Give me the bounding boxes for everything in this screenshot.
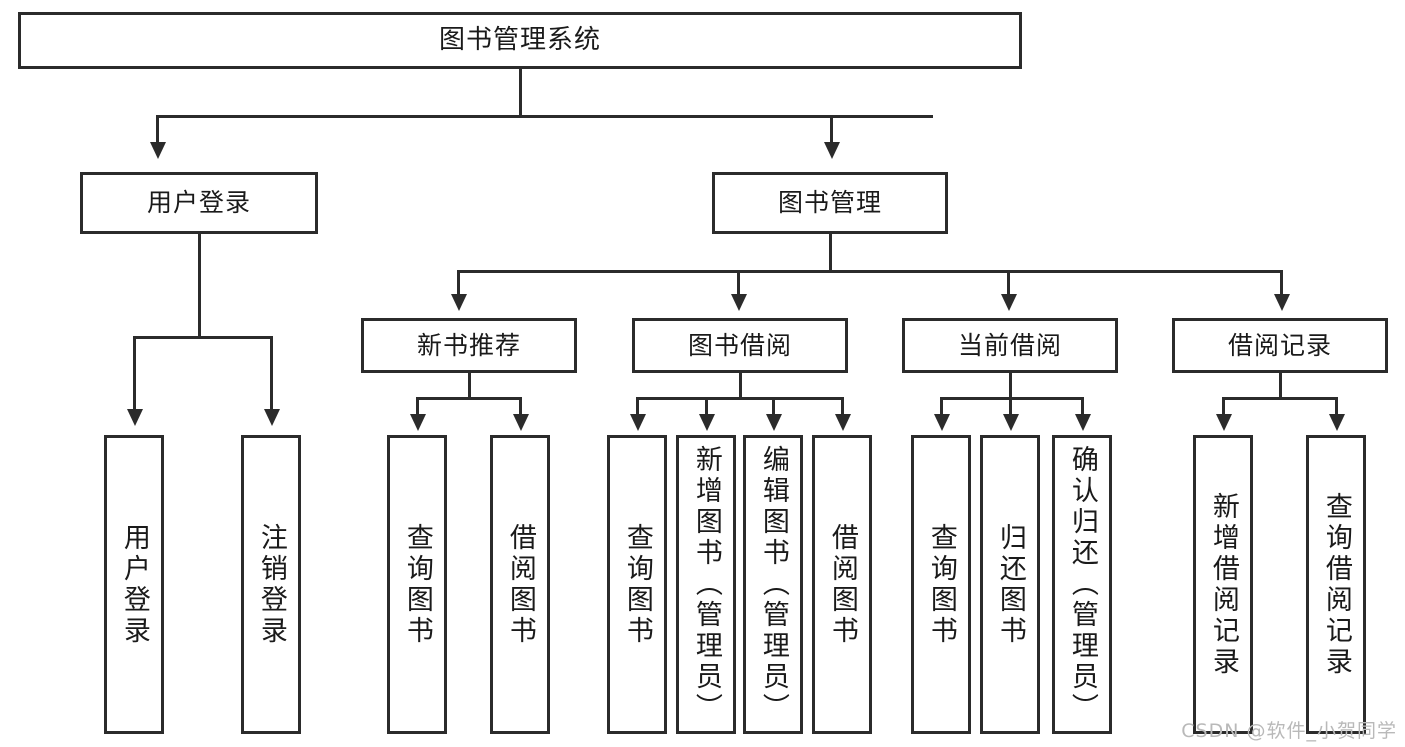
connector-drop-cb-leaf-0: [940, 397, 943, 415]
node-label: 图书管理系统: [438, 25, 601, 56]
connector-drop-cb-leaf-1: [1009, 397, 1012, 415]
arrow-to-cb-leaf-1: [1003, 414, 1019, 431]
node-label: 图书管理: [777, 188, 882, 218]
arrow-to-nbr-leaf-1: [513, 414, 529, 431]
arrow-to-bb-leaf-1: [699, 414, 715, 431]
node-label: 借阅记录: [1227, 330, 1332, 360]
leaf-label: 编辑图书（管理员）: [757, 445, 789, 724]
connector-root-stem: [519, 69, 522, 117]
connector-drop-nbr-leaf-1: [519, 397, 522, 415]
node-book-management[interactable]: 图书管理: [712, 172, 948, 234]
connector-drop-leaf-user-login: [133, 336, 136, 410]
connector-drop-bb-leaf-1: [705, 397, 708, 415]
node-book-management-system[interactable]: 图书管理系统: [18, 12, 1022, 69]
node-label: 用户登录: [146, 188, 251, 218]
connector-book-borrow-bus: [636, 397, 844, 400]
leaf-label: 查询图书: [401, 522, 433, 647]
leaf-user-login[interactable]: 用户登录: [104, 435, 164, 734]
connector-level2-drop-book-management: [830, 115, 833, 143]
connector-current-borrow-bus: [940, 397, 1084, 400]
connector-book-borrow-stem: [739, 373, 742, 399]
connector-drop-bb-leaf-3: [841, 397, 844, 415]
leaf-br-add-record[interactable]: 新增借阅记录: [1193, 435, 1253, 734]
arrow-to-new-book-recommend: [451, 294, 467, 311]
node-current-borrow[interactable]: 当前借阅: [902, 318, 1118, 373]
arrow-to-current-borrow: [1001, 294, 1017, 311]
arrow-to-borrow-record: [1274, 294, 1290, 311]
connector-level2-drop-user-login: [156, 115, 159, 143]
connector-borrow-record-stem: [1279, 373, 1282, 399]
connector-drop-cb-leaf-2: [1081, 397, 1084, 415]
connector-drop-current-borrow: [1007, 270, 1010, 295]
leaf-label: 查询借阅记录: [1320, 491, 1352, 678]
connector-drop-book-borrow: [737, 270, 740, 295]
leaf-label: 查询图书: [925, 522, 957, 647]
arrow-to-bb-leaf-3: [835, 414, 851, 431]
leaf-nbr-query-book[interactable]: 查询图书: [387, 435, 447, 734]
connector-drop-nbr-leaf-0: [416, 397, 419, 415]
arrow-to-br-leaf-0: [1216, 414, 1232, 431]
leaf-br-query-record[interactable]: 查询借阅记录: [1306, 435, 1366, 734]
node-label: 新书推荐: [416, 330, 521, 360]
connector-drop-borrow-record: [1280, 270, 1283, 295]
leaf-label: 用户登录: [118, 522, 150, 647]
node-label: 图书借阅: [687, 330, 792, 360]
arrow-to-user-login: [150, 142, 166, 159]
leaf-bb-borrow-book[interactable]: 借阅图书: [812, 435, 872, 734]
leaf-label: 确认归还（管理员）: [1066, 445, 1098, 724]
leaf-label: 新增图书（管理员）: [690, 445, 722, 724]
leaf-bb-query-book[interactable]: 查询图书: [607, 435, 667, 734]
leaf-bb-edit-book-admin[interactable]: 编辑图书（管理员）: [743, 435, 803, 734]
node-user-login[interactable]: 用户登录: [80, 172, 318, 234]
leaf-label: 注销登录: [255, 522, 287, 647]
leaf-label: 归还图书: [994, 522, 1026, 647]
arrow-to-book-management: [824, 142, 840, 159]
connector-drop-br-leaf-1: [1335, 397, 1338, 415]
arrow-to-cb-leaf-2: [1075, 414, 1091, 431]
connector-current-borrow-stem: [1009, 373, 1012, 399]
connector-drop-br-leaf-0: [1222, 397, 1225, 415]
connector-level2-bus: [156, 115, 933, 118]
leaf-cb-query-book[interactable]: 查询图书: [911, 435, 971, 734]
leaf-label: 借阅图书: [826, 522, 858, 647]
connector-drop-leaf-logout: [270, 336, 273, 410]
connector-new-book-recommend-bus: [416, 397, 522, 400]
leaf-bb-add-book-admin[interactable]: 新增图书（管理员）: [676, 435, 736, 734]
connector-user-login-stem: [198, 234, 201, 338]
leaf-nbr-borrow-book[interactable]: 借阅图书: [490, 435, 550, 734]
leaf-cb-return-book[interactable]: 归还图书: [980, 435, 1040, 734]
arrow-to-leaf-user-login: [127, 409, 143, 426]
node-book-borrow[interactable]: 图书借阅: [632, 318, 848, 373]
arrow-to-book-borrow: [731, 294, 747, 311]
connector-user-login-bus: [133, 336, 273, 339]
arrow-to-leaf-logout: [264, 409, 280, 426]
arrow-to-cb-leaf-0: [934, 414, 950, 431]
connector-drop-new-book-recommend: [457, 270, 460, 295]
connector-drop-bb-leaf-2: [772, 397, 775, 415]
leaf-label: 新增借阅记录: [1207, 491, 1239, 678]
connector-drop-bb-leaf-0: [636, 397, 639, 415]
arrow-to-bb-leaf-2: [766, 414, 782, 431]
arrow-to-br-leaf-1: [1329, 414, 1345, 431]
connector-borrow-record-bus: [1222, 397, 1338, 400]
node-label: 当前借阅: [957, 330, 1062, 360]
node-borrow-record[interactable]: 借阅记录: [1172, 318, 1388, 373]
leaf-logout[interactable]: 注销登录: [241, 435, 301, 734]
leaf-label: 借阅图书: [504, 522, 536, 647]
node-new-book-recommend[interactable]: 新书推荐: [361, 318, 577, 373]
connector-level3-bus: [457, 270, 1283, 273]
leaf-label: 查询图书: [621, 522, 653, 647]
leaf-cb-confirm-return-admin[interactable]: 确认归还（管理员）: [1052, 435, 1112, 734]
connector-book-management-stem: [829, 234, 832, 272]
arrow-to-bb-leaf-0: [630, 414, 646, 431]
arrow-to-nbr-leaf-0: [410, 414, 426, 431]
connector-new-book-recommend-stem: [468, 373, 471, 399]
